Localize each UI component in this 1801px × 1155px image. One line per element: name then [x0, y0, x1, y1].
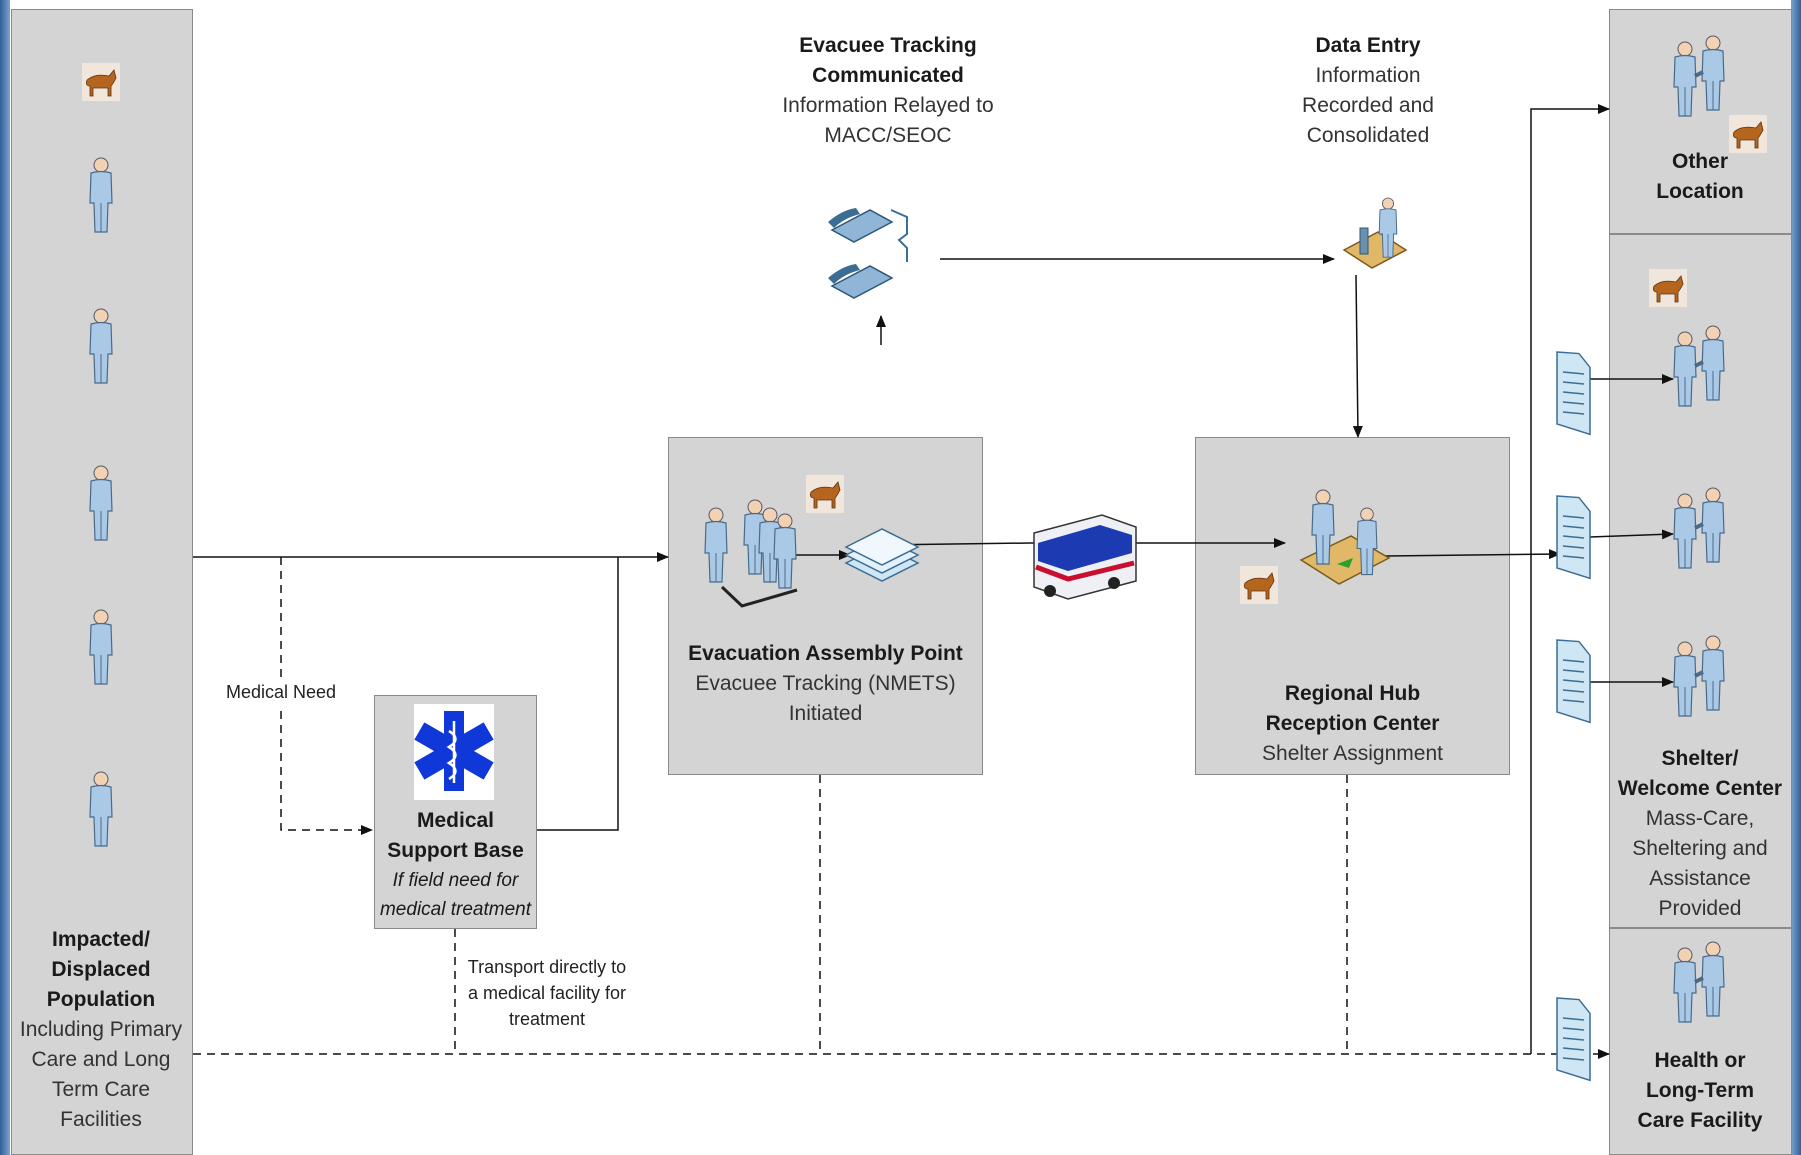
data-entry-title: Data Entry: [1315, 34, 1421, 57]
handshake-icon: [1674, 942, 1724, 1022]
medical-support-base-title: Medical Support Base: [387, 809, 524, 862]
regional-hub-subtitle: Shelter Assignment: [1262, 742, 1443, 765]
handshake-icon: [1674, 36, 1724, 116]
document-icon: [1556, 997, 1591, 1082]
right-edge-strip: [1791, 0, 1801, 1155]
person-icon: [89, 609, 113, 685]
document-icon: [1556, 495, 1591, 580]
person-icon: [89, 465, 113, 541]
data-entry-label: Data Entry Information Recorded and Cons…: [1284, 31, 1452, 151]
paper-stack-icon: [844, 528, 920, 582]
evacuee-group-icon: [704, 499, 798, 608]
bus-icon: [1033, 514, 1137, 600]
document-icon: [1556, 351, 1591, 436]
dog-icon: [1239, 565, 1279, 605]
handshake-icon: [1674, 326, 1724, 406]
left-edge-strip: [0, 0, 10, 1155]
evacuee-tracking-subtitle: Information Relayed to MACC/SEOC: [782, 94, 994, 147]
impacted-population-title: Impacted/ Displaced Population: [46, 928, 156, 1011]
dog-icon: [81, 62, 121, 102]
shelter-label: Shelter/ Welcome Center Mass-Care, Shelt…: [1614, 744, 1786, 924]
regional-hub-title: Regional Hub Reception Center: [1265, 682, 1440, 735]
telephone-icon: [828, 208, 908, 299]
evacuee-tracking-title: Evacuee Tracking Communicated: [799, 34, 977, 87]
shelter-subtitle: Mass-Care, Sheltering and Assistance Pro…: [1632, 807, 1768, 920]
shelter-title: Shelter/ Welcome Center: [1617, 747, 1783, 800]
handshake-icon: [1674, 636, 1724, 716]
dog-icon: [805, 474, 845, 514]
regional-hub-box: [1195, 437, 1510, 775]
data-entry-workstation-icon: [1342, 197, 1408, 269]
evacuation-assembly-title: Evacuation Assembly Point: [688, 642, 963, 665]
data-entry-subtitle: Information Recorded and Consolidated: [1302, 64, 1434, 147]
medical-need-label: Medical Need: [222, 679, 340, 705]
other-location-label: Other Location: [1630, 147, 1770, 207]
dog-icon: [1648, 268, 1688, 308]
reception-desk-icon: [1299, 489, 1391, 585]
evacuee-tracking-label: Evacuee Tracking Communicated Informatio…: [768, 31, 1008, 151]
shelter-box: [1609, 234, 1792, 928]
document-icon: [1556, 639, 1591, 724]
evacuation-assembly-point-box: [668, 437, 983, 775]
health-facility-title: Health or Long-Term Care Facility: [1637, 1049, 1763, 1132]
impacted-population-subtitle: Including Primary Care and Long Term Car…: [19, 1018, 183, 1131]
person-icon: [89, 157, 113, 233]
medical-support-base-subtitle: If field need for medical treatment: [379, 870, 531, 920]
star-of-life-icon: [414, 704, 494, 800]
handshake-icon: [1674, 488, 1724, 568]
evacuation-assembly-label: Evacuation Assembly Point Evacuee Tracki…: [688, 639, 963, 729]
evacuation-assembly-subtitle: Evacuee Tracking (NMETS) Initiated: [695, 672, 956, 725]
transport-note-label: Transport directly to a medical facility…: [467, 957, 627, 1029]
impacted-population-label: Impacted/ Displaced Population Including…: [16, 925, 186, 1135]
health-facility-label: Health or Long-Term Care Facility: [1624, 1046, 1776, 1136]
person-icon: [89, 308, 113, 384]
other-location-title: Other Location: [1656, 150, 1744, 203]
medical-support-base-label: Medical Support Base If field need for m…: [374, 806, 537, 924]
regional-hub-label: Regional Hub Reception Center Shelter As…: [1235, 679, 1470, 769]
person-icon: [89, 771, 113, 847]
